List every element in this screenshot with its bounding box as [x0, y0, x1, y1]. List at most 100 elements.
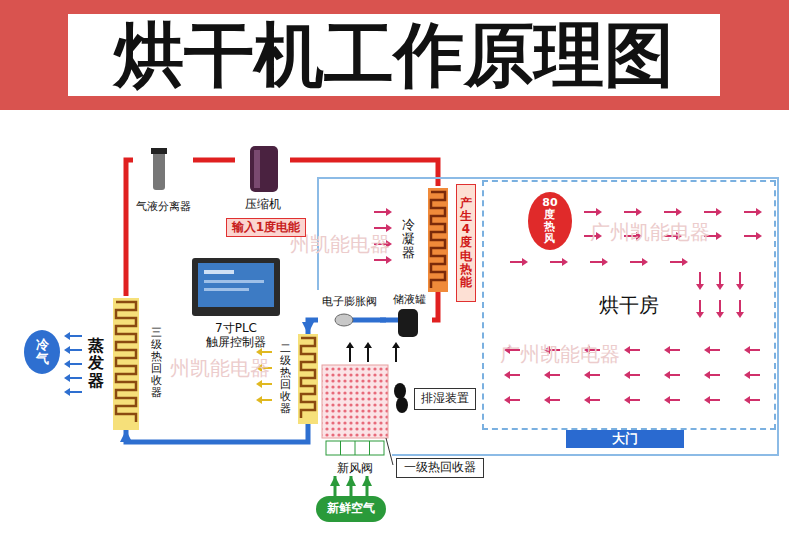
air-arrow-head	[696, 312, 704, 318]
air-arrow-head	[64, 332, 70, 340]
plc-ui	[204, 280, 264, 283]
component-box: 气液分离器	[133, 148, 193, 214]
air-arrow	[584, 211, 598, 213]
air-arrow	[630, 261, 644, 263]
air-arrow-head	[716, 208, 722, 216]
air-arrow	[395, 346, 397, 362]
plc-frame	[192, 258, 280, 316]
component-box: 冷气	[24, 330, 60, 374]
air-arrow	[719, 300, 721, 314]
air-arrow	[68, 377, 82, 379]
air-arrow	[374, 211, 388, 213]
fan-blade	[394, 383, 406, 399]
air-arrow	[374, 259, 388, 261]
air-arrow-head	[64, 388, 70, 396]
component-label: 输入1度电能	[232, 221, 300, 235]
component-label: 产生4度电热能	[460, 197, 472, 289]
component-box: 烘干房80度热风	[482, 180, 776, 430]
air-arrow-head	[736, 284, 744, 290]
air-arrow-head	[504, 371, 510, 379]
pipe-connector	[126, 424, 308, 442]
air-arrow-head	[636, 208, 642, 216]
air-arrow-head	[744, 346, 750, 354]
air-arrow-head	[596, 208, 602, 216]
air-arrow	[664, 211, 678, 213]
component-box: 二级热回收器	[276, 334, 322, 424]
air-arrow-head	[256, 396, 262, 404]
air-arrow-head	[386, 256, 392, 264]
air-arrow-head	[704, 396, 710, 404]
coil-fins	[298, 334, 318, 424]
plc-screen	[198, 263, 274, 307]
component-label: 二级热回收器	[280, 343, 291, 416]
pipe-connector	[350, 476, 353, 496]
air-arrow-head	[676, 208, 682, 216]
component-box: 大门	[566, 430, 684, 448]
heat-recovery-core	[322, 365, 388, 438]
leader-line	[386, 438, 393, 465]
expansion-valve	[335, 314, 353, 326]
air-arrow-head	[756, 232, 762, 240]
air-arrow	[744, 235, 758, 237]
air-arrow-head	[562, 258, 568, 266]
component-label: 储液罐	[393, 294, 426, 307]
air-arrow-head	[736, 312, 744, 318]
air-arrow	[510, 261, 524, 263]
air-arrow-head	[642, 258, 648, 266]
component-label: 大门	[612, 432, 638, 447]
component-label: 蒸发器	[88, 337, 104, 390]
coil-tube	[431, 192, 445, 288]
air-arrow-head	[256, 380, 262, 388]
air-arrow	[367, 346, 369, 362]
component-label: 气液分离器	[136, 201, 191, 214]
plc-ui	[204, 288, 249, 291]
air-arrow-head	[584, 396, 590, 404]
title-text: 烘干机工作原理图	[114, 20, 674, 90]
air-arrow	[349, 346, 351, 362]
component-label: 新风阀	[337, 462, 373, 476]
air-arrow-head	[744, 396, 750, 404]
fan-blade	[396, 397, 408, 413]
decor-shape	[113, 188, 448, 430]
component-label: 电子膨胀阀	[322, 296, 377, 309]
decor-shape	[64, 208, 762, 404]
component-box: 80度热风	[528, 192, 572, 250]
air-arrow-head	[64, 346, 70, 354]
component-label: 冷凝器	[402, 218, 415, 261]
pipe-connector	[366, 476, 369, 496]
air-arrow	[374, 227, 388, 229]
pipe-connector	[290, 160, 438, 186]
air-arrow-head	[522, 258, 528, 266]
component-box: 7寸PLC 触屏控制器	[190, 256, 282, 350]
component-box: 产生4度电热能	[456, 184, 476, 302]
air-arrow	[739, 300, 741, 314]
watermark: 广州凯能电器	[500, 342, 620, 366]
title-box: 烘干机工作原理图	[68, 14, 720, 96]
air-arrow-head	[704, 346, 710, 354]
air-arrow-head	[716, 284, 724, 290]
air-arrow-head	[716, 312, 724, 318]
air-arrow	[590, 261, 604, 263]
pipe-connector	[432, 292, 438, 320]
receiver-tank	[398, 309, 418, 337]
pipe-connector	[193, 158, 235, 163]
air-arrow	[739, 272, 741, 286]
air-arrow	[68, 349, 82, 351]
component-box: 储液罐	[386, 294, 432, 338]
component-box: 新风阀	[322, 440, 388, 476]
air-arrow-head	[756, 208, 762, 216]
air-arrow-head	[584, 371, 590, 379]
air-arrow-head	[696, 284, 704, 290]
air-arrow-head	[504, 396, 510, 404]
air-arrow-head	[544, 371, 550, 379]
air-arrow	[719, 272, 721, 286]
compressor-body	[250, 146, 278, 192]
coil-tube	[116, 302, 136, 422]
air-arrow	[744, 211, 758, 213]
separator-body	[153, 150, 165, 190]
air-arrow	[699, 272, 701, 286]
air-arrow	[68, 391, 82, 393]
component-box: 一级热回收器	[396, 458, 484, 478]
component-label: 7寸PLC 触屏控制器	[200, 322, 272, 350]
